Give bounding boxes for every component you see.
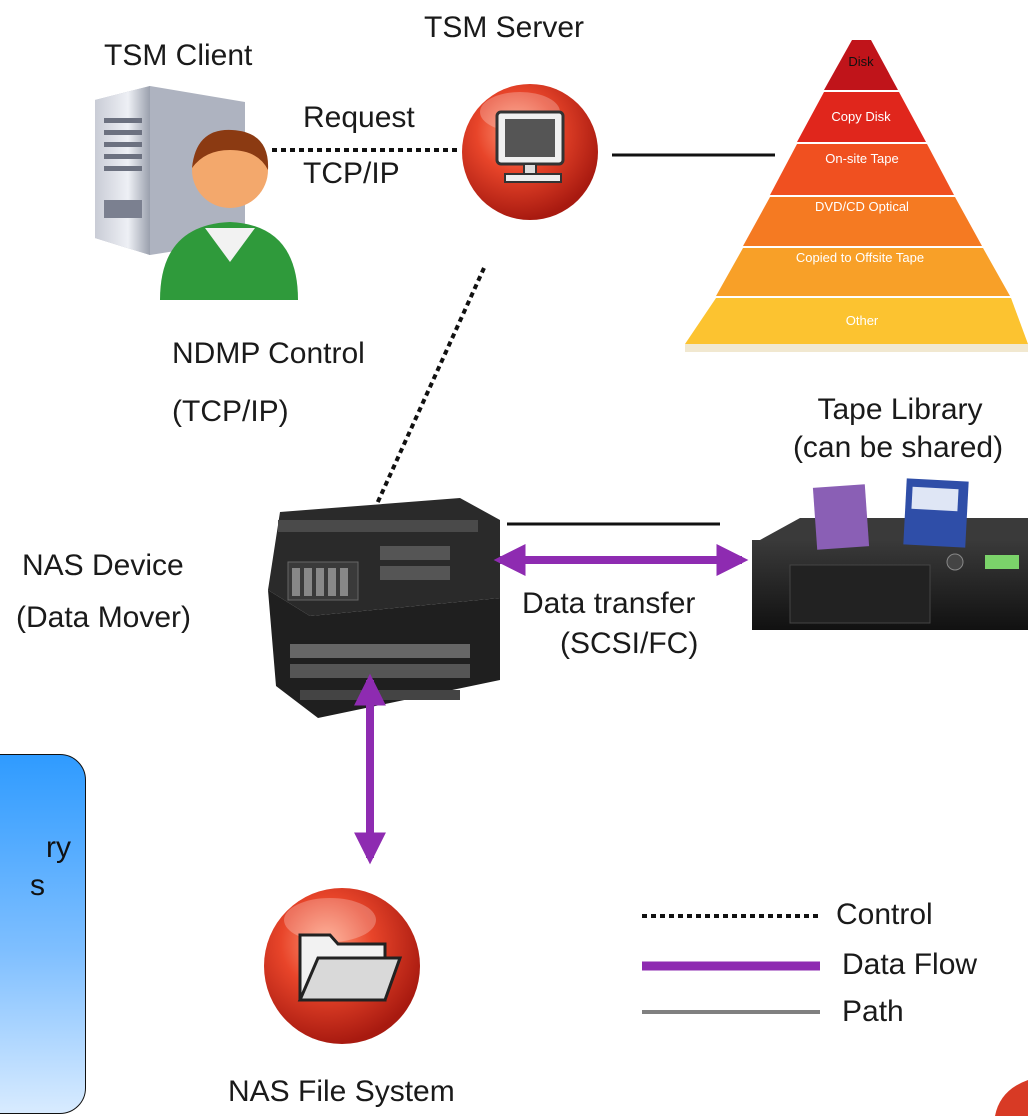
legend-path-label: Path: [842, 995, 904, 1028]
tape-library-icon: [752, 478, 1028, 630]
nas-device-label: NAS Device: [22, 549, 184, 582]
tape-library-label: Tape Library: [817, 393, 983, 426]
tier-disk: [824, 40, 898, 90]
tape-library-shared-label: (can be shared): [792, 431, 1004, 464]
corner-decoration: [995, 1080, 1028, 1116]
tier-label-disk: Disk: [848, 54, 874, 69]
tier-label-other: Other: [845, 313, 879, 328]
ndmp-tcpip-label: (TCP/IP): [172, 395, 289, 428]
nas-file-system-label: NAS File System: [228, 1075, 455, 1108]
tier-onsite-tape: [770, 144, 954, 195]
data-transfer-label: Data transfer: [522, 587, 696, 620]
scsi-fc-label: (SCSI/FC): [560, 627, 699, 660]
tsm-client-icon: [95, 86, 298, 300]
tier-label-onsite-tape: On-site Tape: [825, 151, 899, 166]
tier-label-offsite-tape: Copied to Offsite Tape: [795, 250, 925, 265]
control-line-ndmp: [374, 267, 486, 507]
legend-control-label: Control: [836, 898, 933, 931]
tier-label-dvd-optical: DVD/CD Optical: [815, 199, 909, 214]
nas-file-system-icon: [264, 888, 420, 1044]
storage-hierarchy-pyramid: [685, 40, 1028, 352]
ndmp-control-label: NDMP Control: [172, 337, 365, 370]
tier-label-copy-disk: Copy Disk: [831, 109, 891, 124]
tcpip-label: TCP/IP: [303, 157, 400, 190]
tier-other: [685, 298, 1028, 344]
callout-box: ry s: [0, 754, 86, 1114]
tier-offsite-tape: [716, 248, 1010, 296]
tier-copy-disk: [797, 92, 926, 142]
tsm-server-label: TSM Server: [424, 11, 585, 44]
legend-dataflow-label: Data Flow: [842, 948, 978, 981]
tsm-client-label: TSM Client: [104, 39, 253, 72]
tier-dvd-optical: [743, 197, 982, 246]
tsm-server-icon: [462, 84, 598, 220]
request-label: Request: [303, 101, 415, 134]
callout-text-line-2: s: [30, 869, 45, 902]
data-mover-label: (Data Mover): [16, 601, 192, 634]
nas-device-icon: [268, 498, 500, 718]
callout-text-line-1: ry: [46, 831, 71, 864]
